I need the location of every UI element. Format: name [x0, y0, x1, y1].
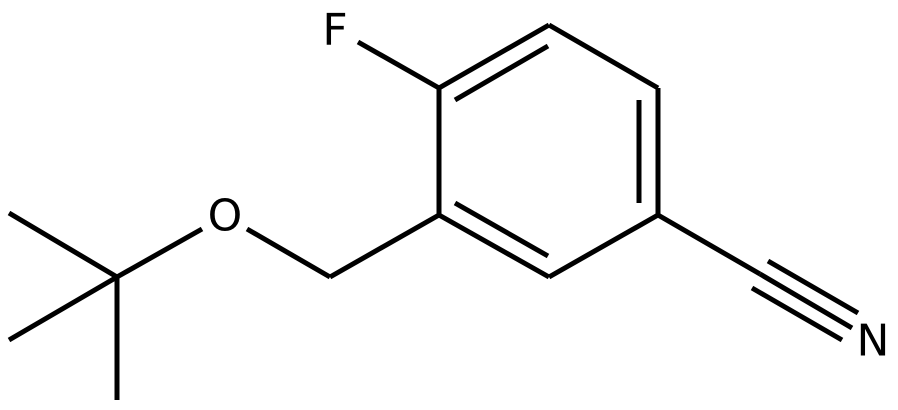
triple-bond-2 [766, 258, 860, 316]
ring-bond-c1-c2 [437, 22, 551, 91]
bond-cq-methyl-left [7, 274, 119, 343]
benzene-ring [436, 22, 661, 280]
atom-label-nitrogen: N [857, 316, 890, 367]
bond-ring-to-cn [656, 212, 762, 277]
bond-cq-methyl-top [7, 210, 119, 280]
ring-bond-c5-c6 [437, 212, 551, 280]
ring-bond-c4-c5 [547, 212, 660, 280]
bond-ch2-o [245, 226, 332, 280]
triple-bond-1 [758, 271, 854, 331]
ring-bond-c5-c6-inner [453, 200, 550, 259]
ring-bond-c2-c3 [547, 22, 660, 91]
nitrile-group [656, 212, 860, 343]
bond-ring-ch2 [328, 212, 441, 280]
ring-bond-c1-c2-inner [453, 43, 550, 103]
bond-o-cq [115, 226, 204, 280]
bond-c-f [356, 39, 441, 91]
atom-label-oxygen: O [208, 191, 243, 242]
triple-bond-3 [750, 285, 844, 343]
tert-butoxymethyl-group [7, 210, 441, 400]
atom-label-fluorine: F [322, 5, 347, 56]
